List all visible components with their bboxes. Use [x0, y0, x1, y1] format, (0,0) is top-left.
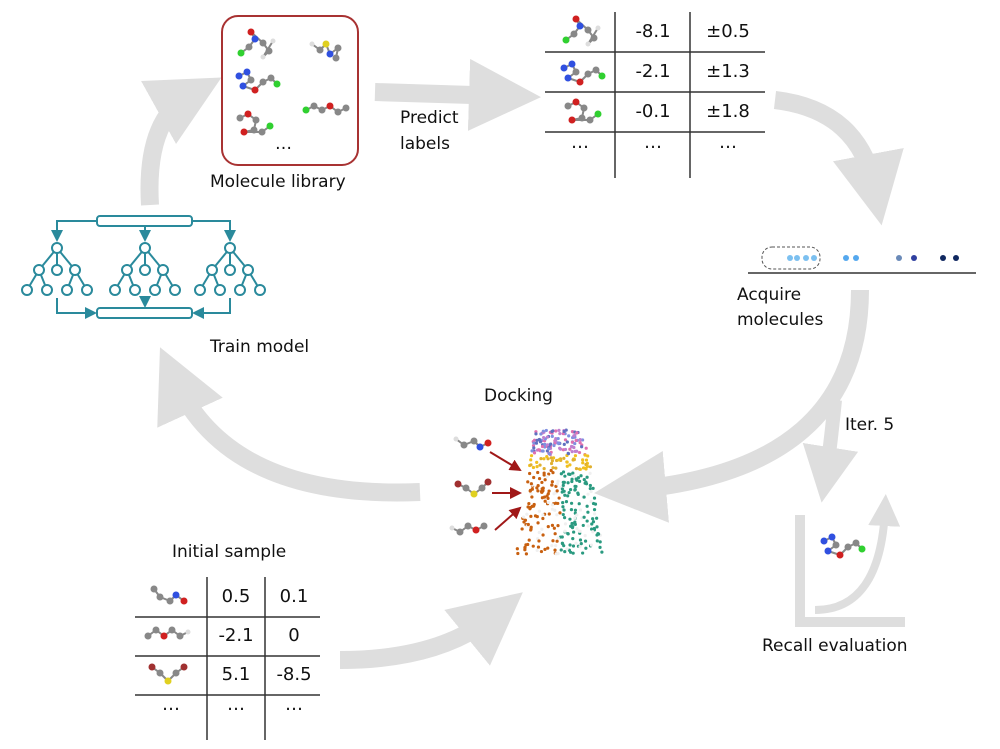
molecule-icon: [564, 98, 602, 124]
tree-node: [224, 264, 236, 276]
tree-node: [51, 242, 63, 254]
predicted-table-cell: -2.1: [635, 61, 671, 82]
tree-node: [157, 264, 169, 276]
selected-molecules-outline: [761, 246, 821, 270]
arrow-iter-to-recall: [802, 399, 859, 503]
arrow-acquire-to-docking: [594, 289, 869, 523]
predicted-table-cell: -0.1: [635, 101, 671, 122]
predicted-table-cell: ±1.8: [706, 101, 750, 122]
iteration-label: Iter. 5: [845, 415, 895, 435]
ligand-icon: [449, 522, 488, 536]
predicted-table-cell: …: [719, 132, 737, 153]
tree-node: [69, 264, 81, 276]
initial-table-cell: …: [162, 694, 180, 715]
initial-table-cell: …: [227, 694, 245, 715]
initial-table-cell: …: [285, 694, 303, 715]
predicted-table-cell: …: [644, 132, 662, 153]
acquisition-dot: [940, 255, 946, 261]
tree-node: [109, 284, 121, 296]
tree-node: [254, 284, 266, 296]
molecule-icon: [309, 40, 342, 62]
tree-node: [139, 264, 151, 276]
molecule-icon: [236, 110, 274, 136]
tree-node: [61, 284, 73, 296]
predicted-table-cell: ±1.3: [706, 61, 750, 82]
acquisition-dot: [853, 255, 859, 261]
molecule-library-label: Molecule library: [210, 172, 346, 192]
molecule-icon: [144, 626, 191, 640]
tree-node: [21, 284, 33, 296]
arrow-table-to-acquire: [773, 91, 904, 226]
initial-table-cell: -2.1: [218, 625, 254, 646]
acquire-label-1: Acquire: [737, 285, 802, 305]
arrow-initial-to-docking: [339, 592, 523, 669]
docking-label: Docking: [484, 386, 553, 406]
protein-structure: [515, 428, 604, 556]
acquire-label-2: molecules: [737, 310, 824, 330]
tree-node: [121, 264, 133, 276]
acquisition-dot: [803, 255, 809, 261]
tree-node: [149, 284, 161, 296]
initial-table-lines: [135, 577, 320, 740]
recall-curve: [814, 494, 901, 614]
predicted-table-cell: -8.1: [635, 21, 671, 42]
tree-node: [41, 284, 53, 296]
docking-arrows: [489, 451, 522, 531]
tree-node: [51, 264, 63, 276]
acquisition-dot: [953, 255, 959, 261]
predict-labels-label-2: labels: [400, 134, 450, 154]
molecule-icon: [148, 663, 188, 685]
molecule-icon: [150, 585, 188, 605]
tree-node: [81, 284, 93, 296]
recall-evaluation-label: Recall evaluation: [762, 636, 908, 656]
acquisition-dot: [911, 255, 917, 261]
arrow-docking-to-train: [157, 347, 421, 502]
acquisition-dot: [811, 255, 817, 261]
molecule-icon: [302, 102, 350, 116]
arrow-train-to-library: [140, 77, 222, 206]
ligand-icon: [454, 478, 492, 498]
recall-axes: [795, 515, 905, 627]
predicted-table-cell: ±0.5: [706, 21, 750, 42]
molecule-icon: [820, 533, 866, 559]
initial-table-cell: 0.5: [221, 586, 251, 607]
initial-table-cell: 5.1: [221, 664, 251, 685]
tree-node: [194, 284, 206, 296]
arrow-library-to-table: [374, 58, 541, 131]
tree-node: [214, 284, 226, 296]
library-ellipsis: …: [275, 134, 292, 154]
initial-table-cell: -8.5: [276, 664, 312, 685]
ligand-icon: [453, 436, 492, 451]
molecule-icon: [235, 68, 281, 94]
train-model-label: Train model: [210, 337, 310, 357]
random-forest-icon: [21, 215, 266, 319]
predicted-table-cell: …: [571, 132, 589, 153]
tree-node: [242, 264, 254, 276]
predict-labels-label-1: Predict: [400, 108, 459, 128]
tree-node: [139, 242, 151, 254]
acquisition-dot: [896, 255, 902, 261]
tree-node: [224, 242, 236, 254]
tree-node: [234, 284, 246, 296]
acquisition-dots: [787, 255, 959, 261]
acquisition-dot: [787, 255, 793, 261]
predicted-table-lines: [545, 12, 765, 178]
molecule-icon: [237, 28, 276, 60]
molecule-icon: [562, 15, 601, 47]
initial-table-cell: 0: [288, 625, 300, 646]
tree-node: [169, 284, 181, 296]
tree-node: [129, 284, 141, 296]
acquisition-dot: [794, 255, 800, 261]
acquisition-dot: [843, 255, 849, 261]
initial-sample-label: Initial sample: [172, 542, 287, 562]
initial-table-cell: 0.1: [279, 586, 309, 607]
tree-node: [33, 264, 45, 276]
molecule-icon: [560, 60, 606, 86]
tree-node: [206, 264, 218, 276]
